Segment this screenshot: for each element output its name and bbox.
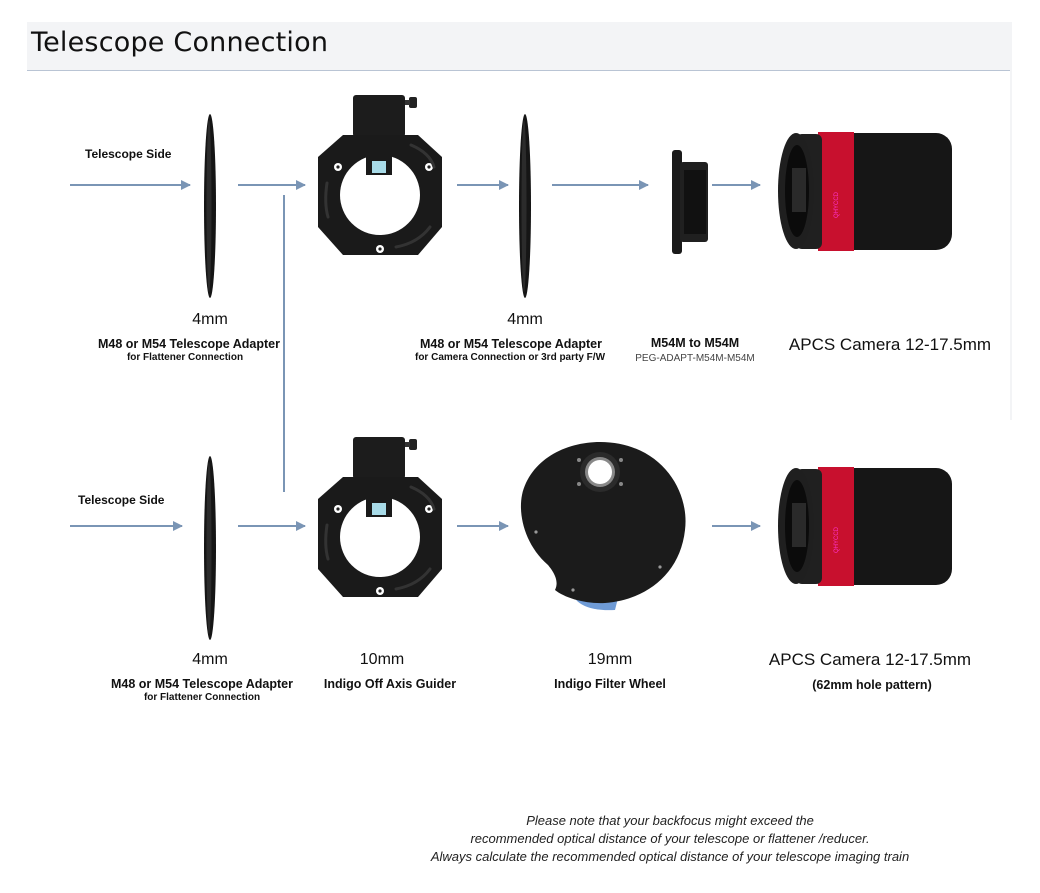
m54-adapter-image [672,150,708,254]
component-title: M48 or M54 Telescope Adapter [110,677,294,691]
filter-wheel-image [520,442,686,611]
telescope-adapter-ring-image [204,456,216,640]
frame-edge [1010,70,1012,420]
component-title: M48 or M54 Telescope Adapter [419,337,603,351]
page-title: Telescope Connection [31,27,329,58]
size-label: APCS Camera 12-17.5mm [768,650,972,669]
component-title: Indigo Filter Wheel [554,677,666,691]
part-number: PEG-ADAPT-M54M-M54M [635,353,755,364]
component-title: M48 or M54 Telescope Adapter [97,337,281,351]
size-label: 4mm [192,651,228,668]
section-header: Telescope Connection [27,22,1012,71]
component-title: (62mm hole pattern) [812,678,932,692]
telescope-adapter-ring-image [204,114,216,298]
component-title: APCS Camera 12-17.5mm [788,335,992,354]
apcs-camera-image [778,467,952,586]
note-line: Always calculate the recommended optical… [430,849,910,864]
component-subtitle: for Flattener Connection [143,692,261,703]
component-subtitle: for Camera Connection or 3rd party F/W [414,352,606,363]
row1-arrows [70,180,761,492]
note-line: Please note that your backfocus might ex… [526,813,814,828]
telescope-side-label: Telescope Side [85,147,172,161]
backfocus-note: Please note that your backfocus might ex… [431,812,909,866]
size-label: 4mm [192,311,228,328]
telescope-side-label: Telescope Side [78,493,165,507]
note-line: recommended optical distance of your tel… [470,831,870,846]
apcs-camera-image [778,132,952,251]
size-label: 19mm [587,651,633,668]
component-title: M54M to M54M [650,336,740,350]
camera-adapter-ring-image [519,114,531,298]
off-axis-guider-image [316,435,444,599]
component-title: Indigo Off Axis Guider [323,677,457,691]
component-subtitle: for Flattener Connection [126,352,244,363]
size-label: 4mm [507,311,543,328]
size-label: 10mm [359,651,405,668]
off-axis-guider-image [316,93,444,257]
